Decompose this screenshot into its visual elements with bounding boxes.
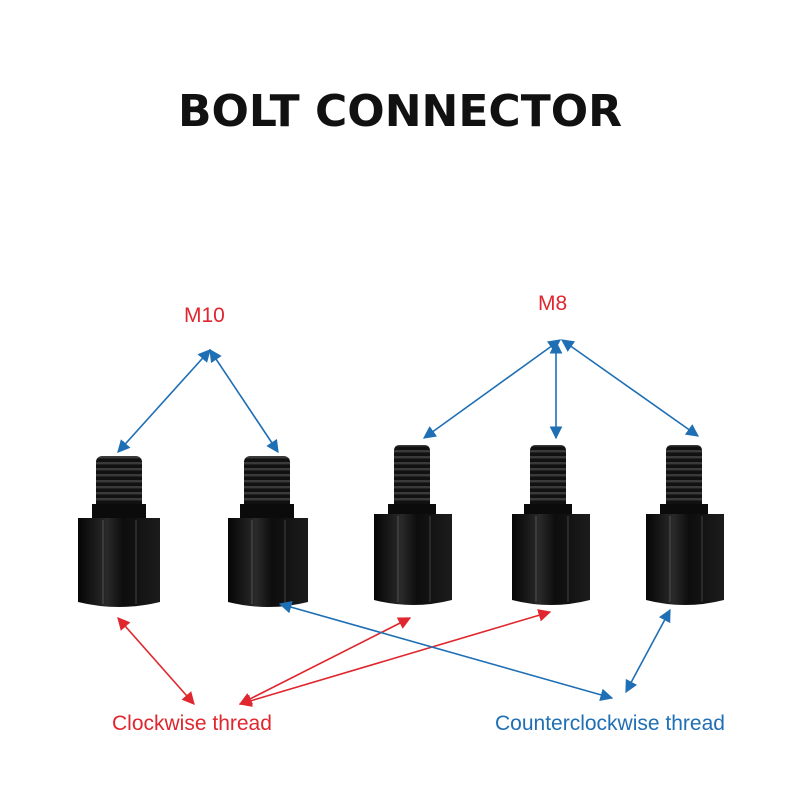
m10-arrows [117,348,279,454]
clockwise-arrows [117,609,552,707]
bolt-3 [374,445,452,605]
m8-label: M8 [538,292,568,315]
bolt-4 [512,445,590,605]
counterclockwise-arrows [278,600,671,702]
bolt-5 [646,445,724,605]
bolt-1 [78,456,160,607]
clockwise-thread-label: Clockwise thread [112,712,272,735]
page-title: BOLT CONNECTOR [177,86,623,137]
m10-label: M10 [184,304,225,327]
m8-arrows [422,339,700,440]
bolt-2 [228,456,308,607]
counterclockwise-thread-label: Counterclockwise thread [495,712,725,735]
